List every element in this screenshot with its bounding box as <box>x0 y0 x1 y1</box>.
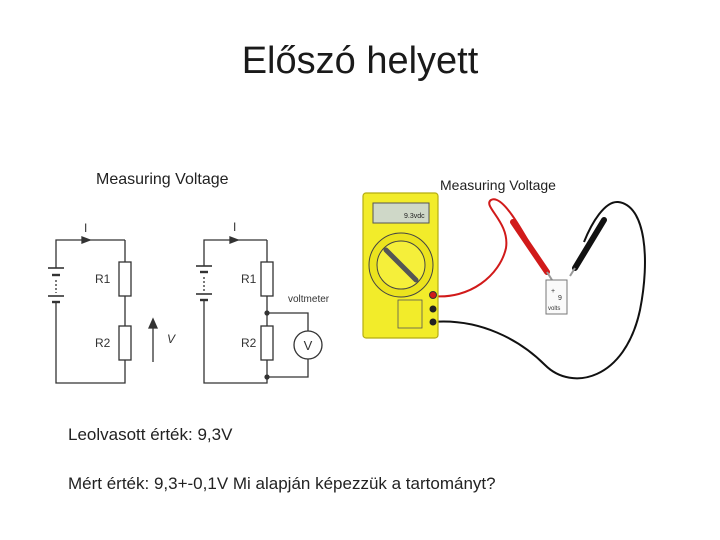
red-probe-tip <box>546 271 553 281</box>
voltage-arrow-head <box>147 317 159 329</box>
multimeter-display <box>372 202 430 224</box>
battery <box>545 279 568 315</box>
voltmeter-lead-top <box>267 312 309 331</box>
black-probe <box>572 217 607 271</box>
display-reading: 9.3vdc <box>404 213 425 220</box>
junction-dot-bottom <box>264 374 270 380</box>
voltmeter-letter: V <box>304 338 313 353</box>
voltmeter-symbol <box>293 330 323 360</box>
battery-value: 9 <box>558 295 562 302</box>
multimeter-title: Measuring Voltage <box>440 177 556 193</box>
circuit-series <box>48 236 159 384</box>
circuit-with-voltmeter <box>196 236 323 384</box>
red-probe-wire <box>431 198 541 298</box>
battery-label: volts <box>548 306 560 312</box>
jack-1[interactable] <box>429 305 437 313</box>
jack-labels-panel <box>397 299 423 329</box>
r1-label-1: R1 <box>95 272 111 286</box>
black-probe-tip <box>569 267 576 277</box>
resistor-r1-1 <box>118 261 132 297</box>
voltmeter-label: voltmeter <box>288 294 330 305</box>
battery-plus: + <box>551 288 555 295</box>
jack-red[interactable] <box>429 291 437 299</box>
voltmeter-lead-bottom <box>267 359 309 378</box>
wire-top-2 <box>203 239 267 266</box>
junction-dot-top <box>264 310 270 316</box>
current-label-2: I <box>233 220 236 234</box>
reading-caption: Leolvasott érték: 9,3V <box>68 425 233 444</box>
measured-caption: Mért érték: 9,3+-0,1V Mi alapján képezzü… <box>68 474 496 493</box>
r2-label-2: R2 <box>241 336 257 350</box>
red-probe <box>510 219 550 275</box>
current-label-1: I <box>84 221 87 235</box>
circuit-diagram: Measuring Voltage I R1 R2 V <box>48 171 330 384</box>
resistor-r2-1 <box>118 325 132 361</box>
resistor-r2-2 <box>260 325 274 361</box>
current-arrow-2 <box>229 236 240 244</box>
r2-label-1: R2 <box>95 336 111 350</box>
wire-top-1 <box>55 239 125 268</box>
jack-com[interactable] <box>429 318 437 326</box>
wire-bottom-2 <box>203 300 268 384</box>
wire-bottom-1 <box>55 302 126 384</box>
current-arrow-1 <box>81 236 92 244</box>
r1-label-2: R1 <box>241 272 257 286</box>
circuit-title: Measuring Voltage <box>96 171 229 188</box>
dial-pointer <box>383 247 419 283</box>
resistor-r1-2 <box>260 261 274 297</box>
multimeter-illustration: Measuring Voltage + 9 volts 9.3vdc <box>362 177 646 380</box>
black-probe-wire <box>431 200 646 380</box>
voltage-label: V <box>167 332 176 346</box>
slide-title: Előszó helyett <box>241 40 479 82</box>
